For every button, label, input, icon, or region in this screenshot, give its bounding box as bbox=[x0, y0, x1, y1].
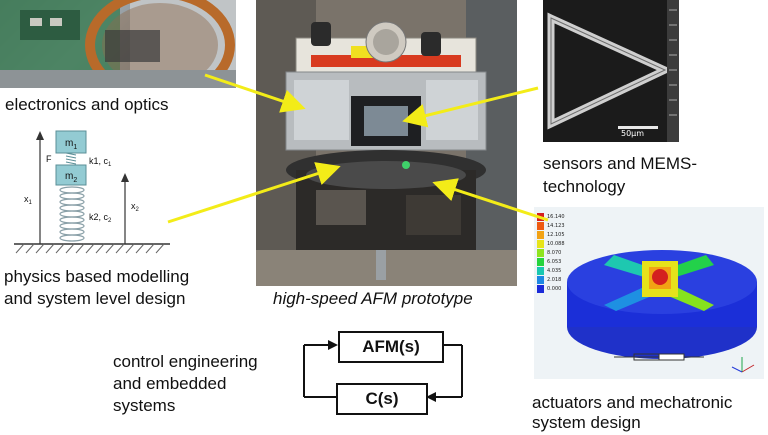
fem-legend-swatch bbox=[537, 275, 544, 284]
fem-legend-value: 6.053 bbox=[547, 258, 562, 265]
m1-sub: 1 bbox=[73, 144, 77, 151]
electronics-photo-art bbox=[0, 0, 236, 88]
fem-legend-value: 10.088 bbox=[547, 240, 565, 247]
svg-text:x1: x1 bbox=[24, 194, 33, 206]
label-actuators-2: system design bbox=[532, 413, 641, 432]
mass-m1 bbox=[55, 130, 87, 154]
fem-legend-value: 12.105 bbox=[547, 231, 565, 238]
fem-legend-swatch bbox=[537, 248, 544, 257]
mass-spring-diagram: m1 m2 F k1, c1 k2, c2 x1 x2 bbox=[14, 130, 170, 254]
fem-legend-swatch bbox=[537, 239, 544, 248]
arrow-actuators bbox=[432, 178, 549, 222]
label-actuators-1: actuators and mechatronic bbox=[532, 393, 733, 412]
controller-block: C(s) bbox=[336, 383, 428, 415]
x1-sub: 1 bbox=[29, 200, 33, 206]
m1-label: m bbox=[65, 138, 73, 149]
label-control-3: systems bbox=[113, 396, 176, 415]
fem-legend-swatch bbox=[537, 221, 544, 230]
m2-label: m bbox=[65, 171, 73, 182]
label-control-2: and embedded bbox=[113, 374, 227, 393]
fem-legend-row: 8.070 bbox=[537, 248, 565, 257]
sem-scale-label: 50µm bbox=[621, 129, 645, 138]
k1c1-rest: 1, c bbox=[94, 156, 109, 166]
k1c1-label: k bbox=[89, 156, 94, 166]
x1-label: x bbox=[24, 194, 29, 204]
label-electronics-optics: electronics and optics bbox=[5, 95, 169, 114]
label-sensors-2: technology bbox=[543, 177, 626, 196]
label-physics-2: and system level design bbox=[4, 289, 186, 308]
fem-legend-value: 2.018 bbox=[547, 276, 562, 283]
control-loop-wires bbox=[303, 340, 463, 402]
fem-legend-value: 8.070 bbox=[547, 249, 562, 256]
fem-legend-value: 16.140 bbox=[547, 213, 565, 220]
svg-text:k1, c1: k1, c1 bbox=[89, 156, 112, 168]
x2-label: x bbox=[131, 201, 136, 211]
svg-text:k2, c2: k2, c2 bbox=[89, 212, 112, 224]
fem-legend-swatch bbox=[537, 284, 544, 293]
sem-cantilever bbox=[543, 0, 679, 142]
label-physics-1: physics based modelling bbox=[4, 267, 190, 286]
fem-legend-row: 0.000 bbox=[537, 284, 565, 293]
fem-legend-row: 4.035 bbox=[537, 266, 565, 275]
svg-text:m2: m2 bbox=[65, 171, 77, 184]
mass-m2 bbox=[55, 164, 87, 186]
fem-legend-row: 12.105 bbox=[537, 230, 565, 239]
fem-legend-row: 6.053 bbox=[537, 257, 565, 266]
arrow-electronics bbox=[204, 73, 306, 113]
fem-legend-swatch bbox=[537, 230, 544, 239]
k2c2-label: k bbox=[89, 212, 94, 222]
label-control-1: control engineering bbox=[113, 352, 258, 371]
k1c1-sub: 1 bbox=[108, 162, 112, 168]
arrow-sensors bbox=[402, 86, 539, 128]
caption-afm-prototype: high-speed AFM prototype bbox=[273, 289, 473, 308]
fem-legend-value: 14.123 bbox=[547, 222, 565, 229]
force-label: F bbox=[46, 154, 52, 164]
electronics-photo bbox=[0, 0, 236, 88]
fem-legend-value: 4.035 bbox=[547, 267, 562, 274]
fem-simulation: 16.140 14.123 12.105 10.088 8.070 6.053 4.035 2… bbox=[534, 207, 764, 379]
fem-legend-swatch bbox=[537, 257, 544, 266]
fem-legend-value: 0.000 bbox=[547, 285, 562, 292]
label-sensors-1: sensors and MEMS- bbox=[543, 154, 697, 173]
m2-sub: 2 bbox=[73, 177, 77, 184]
afm-block: AFM(s) bbox=[338, 331, 444, 363]
x2-sub: 2 bbox=[136, 207, 140, 213]
arrow-physics bbox=[167, 162, 341, 224]
fem-legend-row: 2.018 bbox=[537, 275, 565, 284]
svg-text:m1: m1 bbox=[65, 138, 77, 151]
k2c2-rest: 2, c bbox=[94, 212, 109, 222]
k2c2-sub: 2 bbox=[108, 218, 112, 224]
svg-text:x2: x2 bbox=[131, 201, 140, 213]
fem-legend-row: 14.123 bbox=[537, 221, 565, 230]
sem-image: 50µm bbox=[543, 0, 679, 142]
fem-legend-row: 10.088 bbox=[537, 239, 565, 248]
fem-art bbox=[534, 207, 764, 379]
fem-legend-swatch bbox=[537, 266, 544, 275]
